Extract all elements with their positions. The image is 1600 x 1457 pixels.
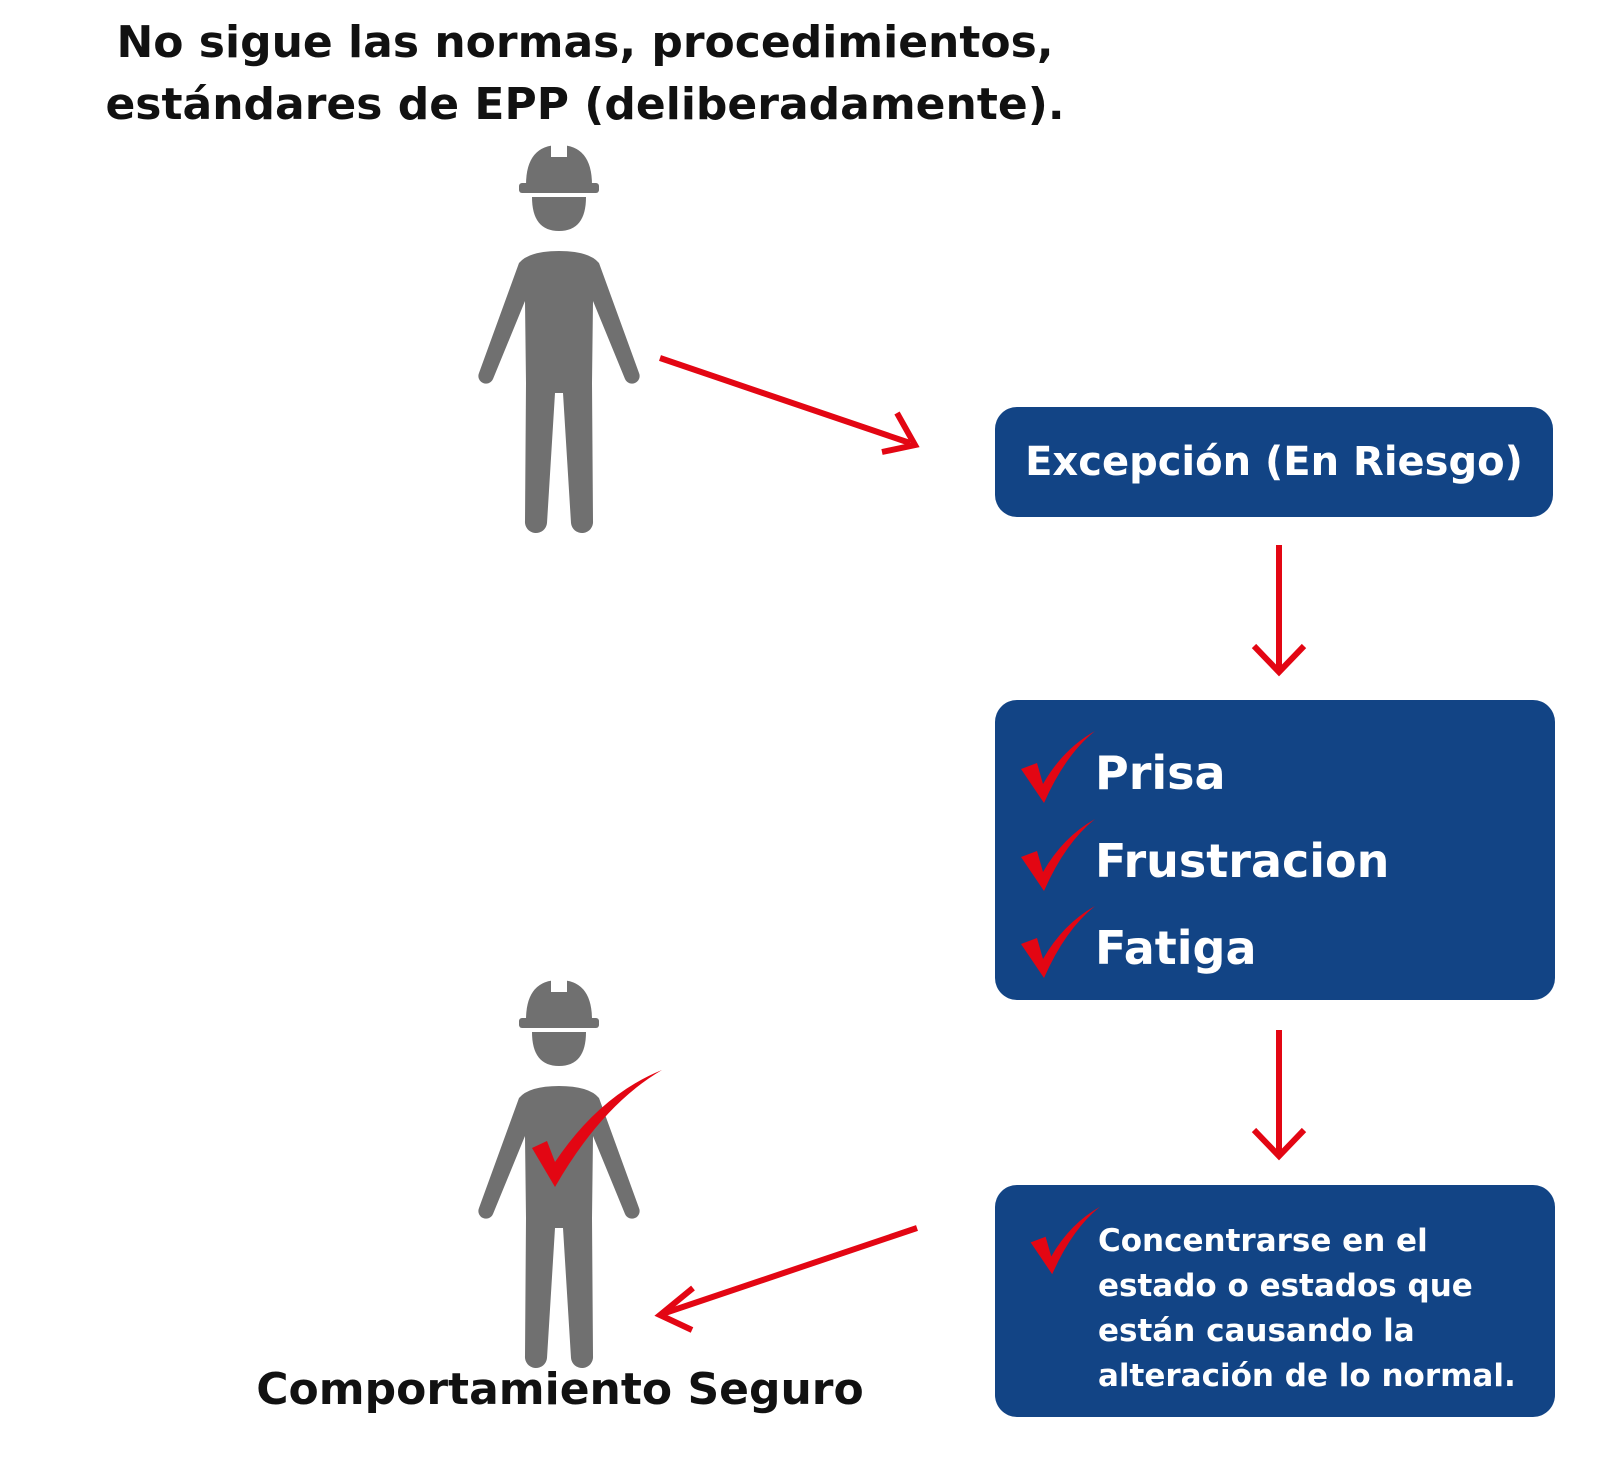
- title-line-1: No sigue las normas, procedimientos,: [116, 17, 1054, 68]
- arrow-to-safe-worker-icon: [654, 1225, 918, 1333]
- checkmark-icon: [1021, 731, 1095, 803]
- diagram-title: No sigue las normas, procedimientos, est…: [40, 12, 1130, 136]
- state-label: Fatiga: [1095, 921, 1257, 975]
- state-label: Prisa: [1095, 746, 1226, 800]
- arrow-to-exception-icon: [659, 355, 920, 455]
- state-item-frustracion: Frustracion: [1021, 819, 1390, 891]
- checkmark-icon: [1021, 906, 1095, 978]
- state-label: Frustracion: [1095, 834, 1390, 888]
- checkmark-icon: [1021, 819, 1095, 891]
- arrow-to-states-icon: [1251, 545, 1307, 677]
- state-item-prisa: Prisa: [1021, 731, 1226, 803]
- safe-behavior-label: Comportamiento Seguro: [256, 1364, 864, 1415]
- exception-box: Excepción (En Riesgo): [995, 407, 1553, 517]
- states-box: Prisa Frustracion Fatiga: [995, 700, 1555, 1000]
- arrow-to-focus-icon: [1251, 1030, 1307, 1161]
- exception-label: Excepción (En Riesgo): [1025, 439, 1523, 485]
- title-line-2: estándares de EPP (deliberadamente).: [105, 79, 1065, 130]
- state-item-fatiga: Fatiga: [1021, 906, 1257, 978]
- checkmark-icon: [1030, 1206, 1100, 1275]
- worker-top-icon: [478, 143, 640, 534]
- focus-box: Concentrarse en el estado o estados que …: [995, 1185, 1555, 1417]
- focus-text: Concentrarse en el estado o estados que …: [1098, 1223, 1516, 1394]
- worker-check-icon: [532, 1070, 662, 1187]
